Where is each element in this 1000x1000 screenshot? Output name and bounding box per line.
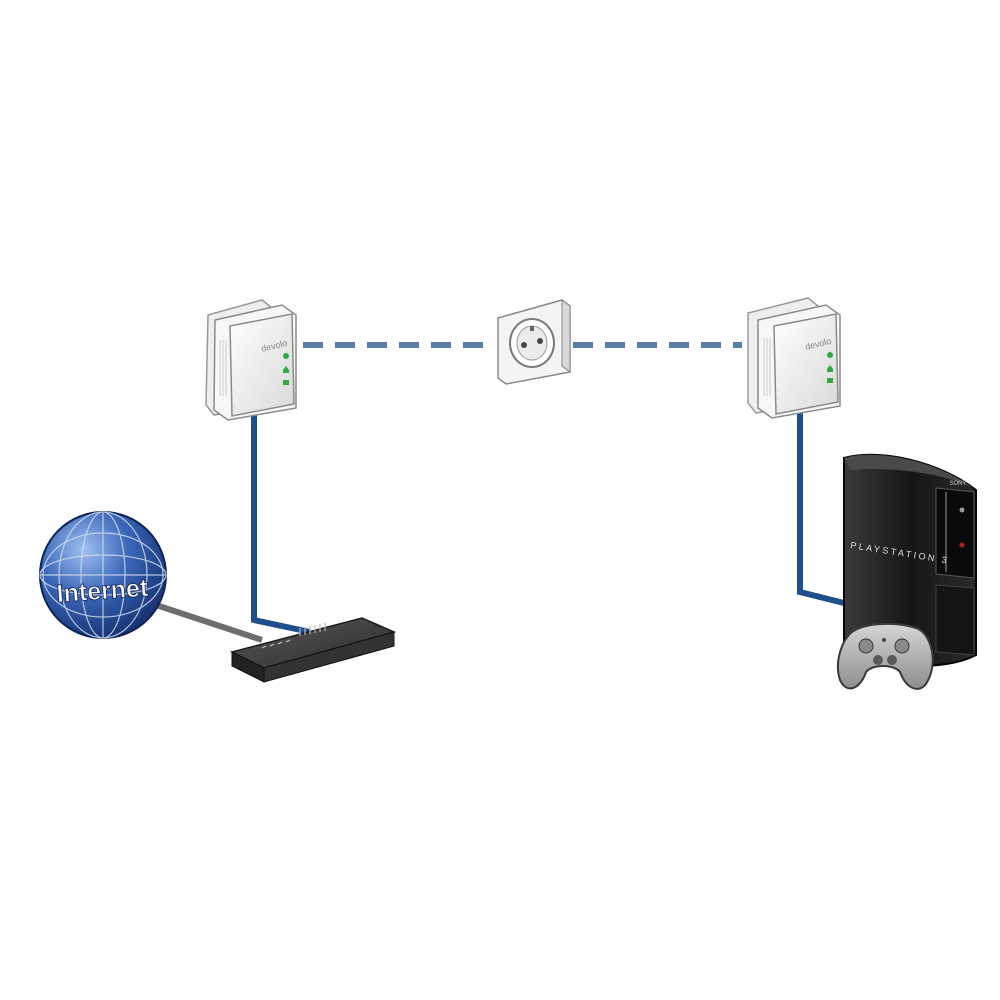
console-maker-logo: SONY (949, 481, 966, 487)
internet-label: Internet (56, 574, 150, 608)
data-led-right (827, 378, 833, 383)
powerline-adapter-right: devolo (747, 297, 841, 419)
power-led-right (827, 352, 833, 358)
game-controller (836, 622, 934, 690)
powerline-adapter-left: devolo (205, 299, 297, 421)
playstation-console: SONY PLAYSTATION 3 (843, 453, 977, 667)
power-led-left (283, 353, 289, 359)
home-led-left (283, 366, 289, 373)
ethernet-cable-left (251, 412, 311, 635)
internet-cable (149, 600, 263, 643)
ethernet-cable-right (797, 412, 849, 607)
data-led-left (283, 380, 289, 385)
internet-globe: Internet (39, 511, 167, 639)
router (229, 617, 397, 683)
wall-socket (497, 299, 571, 385)
home-led-right (827, 365, 833, 372)
